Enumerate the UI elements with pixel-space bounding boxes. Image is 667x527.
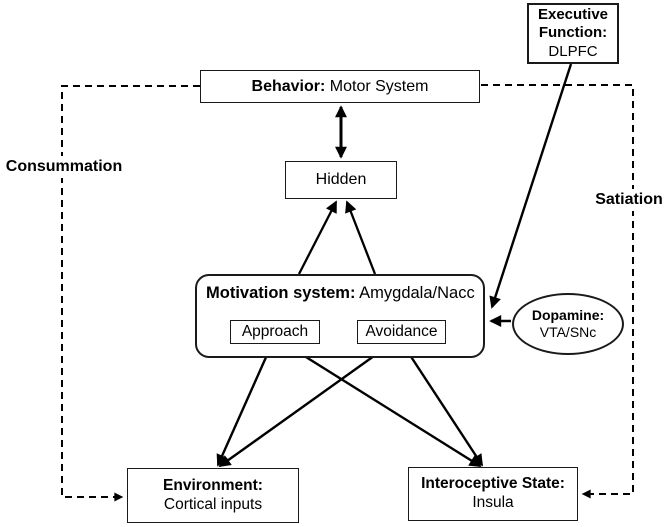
motivation-title: Motivation system:	[206, 284, 356, 302]
node-approach: Approach	[230, 320, 320, 344]
motivation-region: Amygdala/Nacc	[359, 284, 475, 302]
satiation-label: Satiation	[592, 189, 666, 211]
behavior-title: Behavior:	[251, 77, 326, 95]
executive-function-region: DLPFC	[548, 42, 598, 60]
behavior-region: Motor System	[329, 77, 429, 95]
hidden-label: Hidden	[315, 171, 367, 189]
arrow-executive-motivation	[489, 63, 573, 309]
consummation-label: Consummation	[2, 156, 126, 178]
node-hidden: Hidden	[285, 161, 397, 199]
node-dopamine: Dopamine: VTA/SNc	[512, 293, 624, 355]
dopamine-region: VTA/SNc	[539, 324, 597, 340]
motivation-text: Motivation system: Amygdala/Nacc	[206, 283, 475, 303]
approach-label: Approach	[241, 322, 309, 340]
node-avoidance: Avoidance	[357, 320, 446, 344]
executive-function-title: Executive Function:	[537, 6, 609, 42]
environment-region: Cortical inputs	[163, 495, 263, 513]
arrow-motivation-hidden-right	[345, 200, 377, 275]
interoceptive-title: Interoceptive State:	[421, 475, 565, 493]
node-environment: Environment: Cortical inputs	[127, 468, 299, 523]
behavior-text: Behavior: Motor System	[252, 77, 429, 97]
environment-title: Environment:	[163, 476, 263, 494]
arrow-motivation-hidden-left	[297, 200, 338, 275]
dashed-consummation-path	[61, 85, 200, 502]
node-behavior: Behavior: Motor System	[200, 70, 480, 103]
node-motivation-system: Motivation system: Amygdala/Nacc	[195, 274, 485, 358]
avoidance-label: Avoidance	[365, 322, 438, 340]
node-interoceptive-state: Interoceptive State: Insula	[408, 467, 578, 521]
dashed-satiation-path	[481, 84, 634, 499]
interoceptive-region: Insula	[472, 494, 514, 511]
arrow-interoceptive-approach	[288, 345, 482, 468]
node-executive-function: Executive Function: DLPFC	[527, 3, 619, 64]
dopamine-title: Dopamine:	[531, 306, 605, 323]
arrow-interoceptive-avoidance	[402, 344, 484, 467]
